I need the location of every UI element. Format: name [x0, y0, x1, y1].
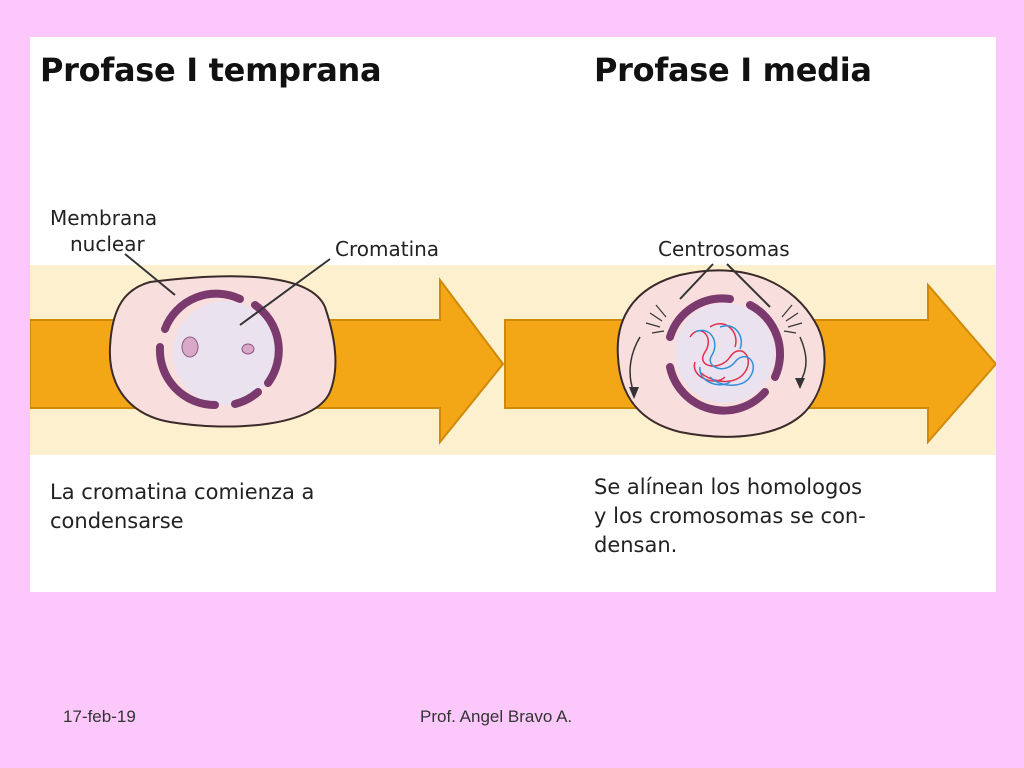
pointer-membrana [124, 253, 176, 296]
label-membrana-line1: Membrana [50, 206, 158, 230]
caption-left-line1: La cromatina comienza a [50, 480, 315, 504]
nucleolus-left-1 [181, 336, 199, 358]
pointer-centrosomas-right [726, 263, 771, 308]
meiosis-diagram [30, 253, 996, 445]
caption-left: La cromatina comienza a condensarse [50, 478, 314, 536]
footer-author: Prof. Angel Bravo A. [420, 707, 573, 726]
slide-panel: Profase I temprana Profase I media Membr… [30, 37, 996, 592]
centrosome-left-icon [645, 304, 667, 334]
caption-right: Se alínean los homologos y los cromosoma… [594, 473, 866, 560]
footer-date: 17-feb-19 [63, 707, 136, 726]
label-membrana-line2: nuclear [70, 232, 145, 256]
title-profase-temprana: Profase I temprana [40, 51, 382, 89]
caption-right-line3: densan. [594, 533, 678, 557]
caption-right-line1: Se alínean los homologos [594, 475, 863, 499]
pointer-centrosomas-left [679, 263, 714, 300]
label-centrosomas: Centrosomas [658, 237, 790, 261]
chromatin-arc-right-1 [666, 294, 734, 341]
label-cromatina: Cromatina [335, 237, 440, 261]
pointer-cromatina [239, 258, 331, 326]
chromatin-arc-right-3 [666, 363, 769, 415]
chromatin-arc-left-4 [155, 343, 219, 410]
caption-right-line2: y los cromosomas se con- [594, 504, 866, 528]
centrosome-right-icon [781, 304, 803, 334]
chromosomes-blue [694, 324, 755, 386]
nucleus-right [675, 303, 775, 403]
label-membrana-nuclear: Membrana nuclear [50, 205, 157, 257]
spindle-arrowhead-left [629, 387, 639, 399]
chromatin-arc-left-2 [251, 301, 283, 387]
chromatin-arc-right-2 [746, 301, 785, 381]
chromatin-arc-left-1 [161, 289, 244, 333]
nucleolus-left-2 [241, 343, 255, 355]
spindle-arrowhead-right [795, 378, 805, 389]
title-profase-media: Profase I media [594, 51, 872, 89]
nucleus-left [173, 301, 277, 405]
caption-left-line2: condensarse [50, 509, 184, 533]
chromatin-arc-left-3 [231, 388, 262, 408]
